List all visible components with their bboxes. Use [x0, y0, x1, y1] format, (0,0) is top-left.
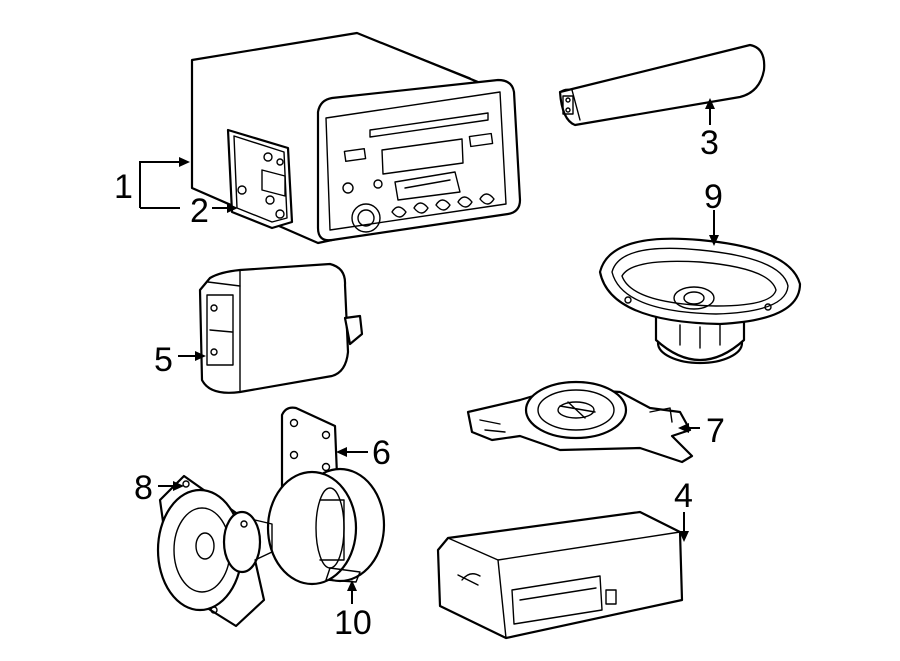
- amplifier-bar: [558, 43, 766, 127]
- leader-lines: [139, 98, 719, 604]
- callout-4: 4: [674, 477, 693, 515]
- oval-speaker: [598, 237, 802, 365]
- callout-1: 1: [114, 168, 133, 206]
- callout-10: 10: [334, 604, 372, 642]
- tweeter-speaker: [466, 380, 694, 464]
- callout-3: 3: [700, 124, 719, 162]
- door-speaker: [266, 406, 386, 586]
- callout-7: 7: [706, 412, 725, 450]
- callout-5: 5: [154, 341, 173, 379]
- cd-changer: [436, 510, 684, 640]
- round-speaker: [156, 474, 273, 628]
- callout-labels: 1 2 3 4 5 6 7 8 9 10: [114, 124, 725, 642]
- callout-8: 8: [134, 469, 153, 507]
- callout-6: 6: [372, 434, 391, 472]
- callout-9: 9: [704, 178, 723, 216]
- callout-2: 2: [190, 192, 209, 230]
- mounting-bracket: [226, 128, 294, 230]
- amplifier-module: [198, 262, 364, 394]
